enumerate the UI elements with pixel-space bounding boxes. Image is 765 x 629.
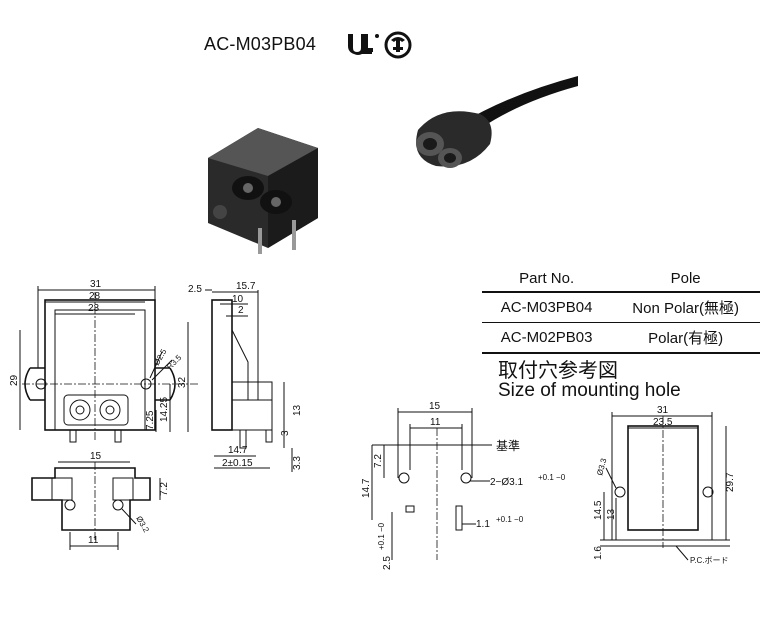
pcb-slot-w: 1.1 <box>476 519 490 530</box>
inlet-product-photo <box>208 128 318 254</box>
dim-23: 23 <box>88 303 100 314</box>
panel-dim-14-5: 14.5 <box>593 500 604 520</box>
table-header-row: Part No. Pole <box>482 268 760 293</box>
dim-14-25: 14.25 <box>159 397 170 422</box>
csa-icon <box>384 31 412 59</box>
dim-28: 28 <box>89 291 101 302</box>
pcb-hole-tol: +0.1 −0 <box>538 473 566 482</box>
panel-dim-31: 31 <box>657 405 669 416</box>
dim-14-7: 14.7 <box>228 445 248 456</box>
pcb-dim-15: 15 <box>429 401 441 412</box>
pole-cell: Polar(有極) <box>611 322 760 354</box>
pcb-layout: 15 11 基準 7.2 14.7 2−Ø3.1 +0.1 −0 1.1 +0.… <box>361 401 566 570</box>
pole-cell: Non Polar(無極) <box>611 292 760 323</box>
dim-3: 3 <box>280 430 291 436</box>
dim-7-25: 7.25 <box>145 410 156 430</box>
dim-15: 15 <box>90 451 102 462</box>
dim-29: 29 <box>9 374 20 386</box>
dim-31: 31 <box>90 279 102 290</box>
part-number-cell: AC-M03PB04 <box>482 292 612 323</box>
pcb-dim-14-7: 14.7 <box>361 478 372 498</box>
pcb-slot-h: 2.5 <box>382 556 393 570</box>
panel-dim-1-6: 1.6 <box>593 546 604 560</box>
dim-phi3-2: Ø3.2 <box>134 515 151 535</box>
dim-2-015: 2±0.15 <box>222 458 253 469</box>
panel-dim-13: 13 <box>606 508 617 520</box>
dim-r3-5: R3.5 <box>165 353 184 372</box>
pcb-datum: 基準 <box>496 438 520 453</box>
pcb-dim-11: 11 <box>430 417 441 428</box>
dim-15-7: 15.7 <box>236 281 256 292</box>
side-view: 2.5 15.7 10 2 13 3 14.7 2±0.15 3.3 <box>188 281 303 472</box>
front-view: 31 28 23 29 32 14.25 7.25 Ø2.5 R3.5 <box>9 279 200 443</box>
part-number-cell: AC-M02PB03 <box>482 322 612 354</box>
model-number: AC-M03PB04 <box>204 34 317 54</box>
panel-dim-29-7: 29.7 <box>725 472 736 492</box>
dim-32: 32 <box>177 376 188 388</box>
table-row: AC-M02PB03 Polar(有極) <box>482 322 760 354</box>
dim-11: 11 <box>88 535 99 546</box>
dim-13: 13 <box>292 404 303 416</box>
bottom-view: 15 7.2 Ø3.2 11 <box>31 451 170 550</box>
ul-recognized-icon <box>348 34 379 55</box>
parts-table: Part No. Pole AC-M03PB04 Non Polar(無極) A… <box>482 268 760 354</box>
cable-plug-photo <box>416 76 578 168</box>
pcb-slot-tol: +0.1 −0 <box>496 515 524 524</box>
table-row: AC-M03PB04 Non Polar(無極) <box>482 292 760 323</box>
column-header-part: Part No. <box>482 268 612 293</box>
dim-3-3: 3.3 <box>292 456 303 470</box>
dim-2-5: 2.5 <box>188 284 202 295</box>
panel-layout: 31 23.5 Ø3.3 29.7 14.5 13 1.6 P.C.ボード <box>593 405 736 565</box>
certification-marks <box>348 31 412 59</box>
panel-pc-label: P.C.ボード <box>690 556 729 565</box>
column-header-pole: Pole <box>611 268 760 293</box>
dim-7-2: 7.2 <box>159 482 170 496</box>
pcb-slot-h-tol: +0.1 −0 <box>377 522 386 550</box>
pcb-hole-label: 2−Ø3.1 <box>490 477 524 488</box>
dim-10: 10 <box>232 294 244 305</box>
mounting-title-cn: 取付穴参考図 <box>498 358 618 382</box>
dim-2: 2 <box>238 305 244 316</box>
mounting-title-en: Size of mounting hole <box>498 380 681 401</box>
panel-dim-phi3-3: Ø3.3 <box>595 457 608 477</box>
pcb-dim-7-2: 7.2 <box>373 454 384 468</box>
